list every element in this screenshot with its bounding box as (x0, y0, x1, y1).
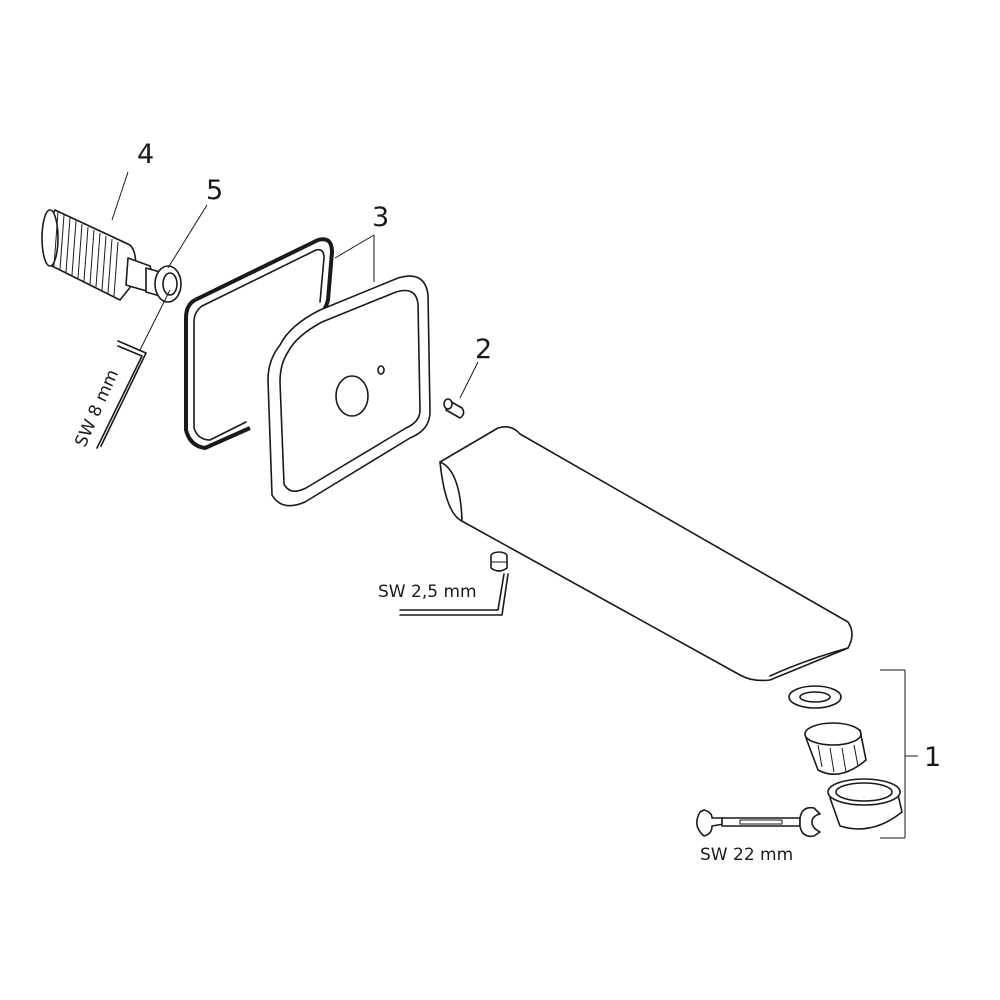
leader-hex-8 (139, 289, 171, 351)
thread-ridges (53, 211, 119, 297)
callout-2: 2 (475, 334, 492, 365)
leader-1 (880, 669, 918, 839)
tool-label-sw-22: SW 22 mm (700, 845, 793, 865)
wrench-22mm-icon (696, 806, 821, 838)
leader-3 (334, 234, 375, 282)
callout-3: 3 (372, 202, 389, 233)
hex-key-2-5mm-icon (399, 573, 509, 616)
aerator-washer (788, 685, 842, 709)
hex-key-8mm-icon (96, 340, 147, 449)
cover-plate (267, 275, 431, 507)
callout-4: 4 (137, 139, 154, 170)
aerator-housing (827, 778, 903, 830)
spout-body (439, 426, 853, 682)
tool-label-sw-8: SW 8 mm (71, 367, 123, 450)
leader-2 (459, 361, 479, 399)
threaded-connector (41, 209, 163, 301)
aerator-insert (804, 722, 867, 776)
set-screw (490, 551, 508, 572)
callout-1: 1 (924, 742, 941, 773)
leader-4 (111, 171, 129, 221)
tool-label-sw-2-5: SW 2,5 mm (378, 582, 477, 602)
o-ring (154, 265, 182, 303)
grub-pin (443, 398, 465, 419)
leader-5 (167, 204, 208, 269)
callout-5: 5 (206, 175, 223, 206)
